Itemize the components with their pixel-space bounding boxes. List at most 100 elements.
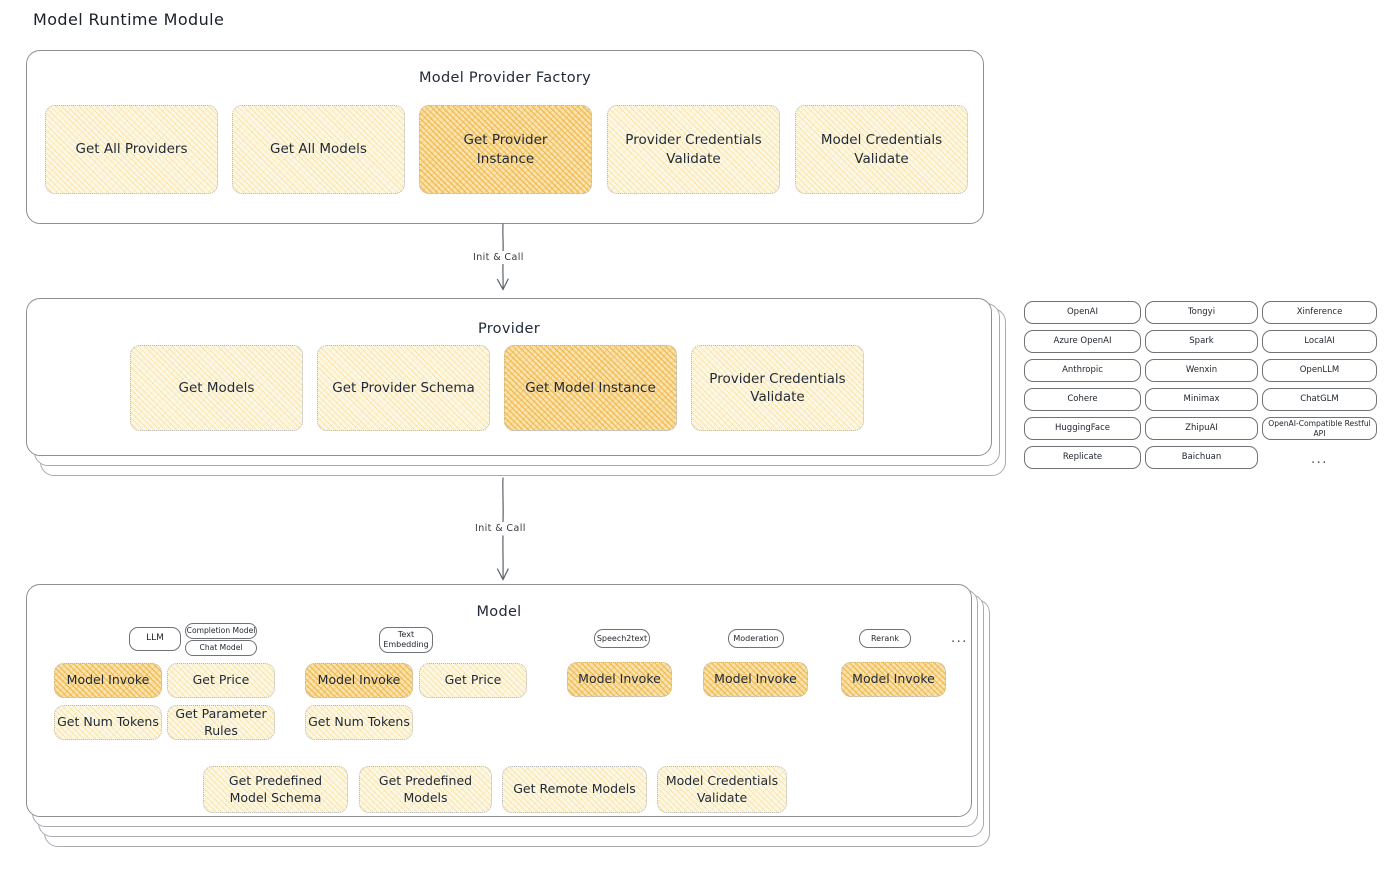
- model-type-chip-llm[interactable]: LLM: [129, 627, 181, 651]
- model-type-chip-moderation[interactable]: Moderation: [728, 629, 784, 648]
- model-subtype-label: Completion Model: [186, 626, 256, 636]
- factory-box-get-all-providers[interactable]: Get All Providers: [45, 105, 218, 194]
- provider-box-provider-credentials-validate[interactable]: Provider Credentials Validate: [691, 345, 864, 431]
- provider-chip-label: Replicate: [1062, 452, 1103, 463]
- provider-chip-label: Xinference: [1296, 307, 1343, 318]
- model-common-get-remote-models[interactable]: Get Remote Models: [502, 766, 647, 813]
- provider-chip-label: OpenAI: [1066, 307, 1099, 318]
- provider-box-get-models[interactable]: Get Models: [130, 345, 303, 431]
- text-embedding-method-get-price[interactable]: Get Price: [419, 663, 527, 698]
- model-common-model-credentials-validate[interactable]: Model Credentials Validate: [657, 766, 787, 813]
- method-label: Model Invoke: [852, 671, 935, 687]
- method-label: Model Invoke: [578, 671, 661, 687]
- model-subtype-label: Chat Model: [199, 643, 243, 653]
- provider-chip-wenxin[interactable]: Wenxin: [1145, 359, 1258, 382]
- provider-chip-huggingface[interactable]: HuggingFace: [1024, 417, 1141, 440]
- provider-chip-cohere[interactable]: Cohere: [1024, 388, 1141, 411]
- method-label: Get Remote Models: [513, 781, 636, 797]
- provider-chip-label: ChatGLM: [1300, 394, 1339, 405]
- provider-chip-tongyi[interactable]: Tongyi: [1145, 301, 1258, 324]
- provider-chip-replicate[interactable]: Replicate: [1024, 446, 1141, 469]
- method-label: Get Parameter Rules: [175, 705, 267, 738]
- llm-method-get-parameter-rules[interactable]: Get Parameter Rules: [167, 705, 275, 740]
- page-title: Model Runtime Module: [33, 10, 225, 29]
- text-embedding-method-get-num-tokens[interactable]: Get Num Tokens: [305, 705, 413, 740]
- llm-method-get-price[interactable]: Get Price: [167, 663, 275, 698]
- provider-chip-label: ZhipuAI: [1185, 423, 1218, 434]
- provider-panel-title: Provider: [477, 321, 541, 337]
- model-common-get-predefined-models[interactable]: Get Predefined Models: [359, 766, 492, 813]
- provider-chip-chatglm[interactable]: ChatGLM: [1262, 388, 1377, 411]
- provider-chip-baichuan[interactable]: Baichuan: [1145, 446, 1258, 469]
- provider-box-label: Provider Credentials Validate: [709, 370, 846, 405]
- model-types-more-ellipsis: ...: [951, 631, 968, 646]
- factory-box-label: Provider Credentials Validate: [625, 132, 762, 167]
- provider-chip-label: LocalAI: [1304, 336, 1335, 347]
- method-label: Model Invoke: [317, 672, 401, 688]
- provider-chip-openllm[interactable]: OpenLLM: [1262, 359, 1377, 382]
- provider-chip-localai[interactable]: LocalAI: [1262, 330, 1377, 353]
- factory-box-label: Get All Models: [270, 141, 367, 158]
- model-type-label: Moderation: [733, 633, 779, 643]
- provider-chip-zhipuai[interactable]: ZhipuAI: [1145, 417, 1258, 440]
- provider-list-more-ellipsis: ...: [1311, 452, 1328, 467]
- factory-box-get-all-models[interactable]: Get All Models: [232, 105, 405, 194]
- text-embedding-method-model-invoke[interactable]: Model Invoke: [305, 663, 413, 698]
- provider-chip-openai[interactable]: OpenAI: [1024, 301, 1141, 324]
- method-label: Get Predefined Models: [378, 772, 473, 805]
- method-label: Model Invoke: [714, 671, 797, 687]
- model-type-chip-speech2text[interactable]: Speech2text: [594, 629, 650, 648]
- provider-chip-spark[interactable]: Spark: [1145, 330, 1258, 353]
- method-label: Model Invoke: [66, 672, 150, 688]
- model-common-get-predefined-model-schema[interactable]: Get Predefined Model Schema: [203, 766, 348, 813]
- provider-chip-azure-openai[interactable]: Azure OpenAI: [1024, 330, 1141, 353]
- model-type-label: LLM: [146, 633, 164, 644]
- arrow-label-init-call-2: Init & Call: [472, 522, 529, 535]
- provider-chip-label: Azure OpenAI: [1053, 336, 1112, 347]
- factory-panel-title: Model Provider Factory: [418, 70, 592, 86]
- model-type-chip-text-embedding[interactable]: Text Embedding: [379, 627, 433, 653]
- factory-box-model-credentials-validate[interactable]: Model Credentials Validate: [795, 105, 968, 194]
- method-label: Get Price: [444, 672, 502, 688]
- model-subtype-chip-chat-model[interactable]: Chat Model: [185, 640, 257, 656]
- method-label: Get Num Tokens: [308, 714, 410, 730]
- provider-chip-label: Anthropic: [1062, 365, 1103, 376]
- provider-box-get-model-instance[interactable]: Get Model Instance: [504, 345, 677, 431]
- model-panel: [26, 584, 972, 817]
- model-subtype-chip-completion-model[interactable]: Completion Model: [185, 623, 257, 639]
- provider-box-label: Get Model Instance: [525, 379, 656, 396]
- provider-box-label: Get Provider Schema: [332, 379, 475, 396]
- provider-chip-label: Baichuan: [1181, 452, 1222, 463]
- model-type-label: Rerank: [870, 633, 899, 643]
- model-type-chip-rerank[interactable]: Rerank: [859, 629, 911, 648]
- provider-chip-label: OpenAI-Compatible Restful API: [1268, 419, 1371, 438]
- provider-chip-label: Minimax: [1183, 394, 1220, 405]
- provider-box-label: Get Models: [178, 379, 255, 396]
- model-type-label: Speech2text: [596, 633, 648, 643]
- rerank-method-model-invoke[interactable]: Model Invoke: [841, 662, 946, 697]
- provider-chip-anthropic[interactable]: Anthropic: [1024, 359, 1141, 382]
- llm-method-model-invoke[interactable]: Model Invoke: [54, 663, 162, 698]
- provider-chip-label: HuggingFace: [1055, 423, 1110, 434]
- provider-chip-openai-compatible-restful-api[interactable]: OpenAI-Compatible Restful API: [1262, 417, 1377, 440]
- moderation-method-model-invoke[interactable]: Model Invoke: [703, 662, 808, 697]
- method-label: Model Credentials Validate: [665, 772, 779, 805]
- provider-chip-label: OpenLLM: [1299, 365, 1340, 376]
- llm-method-get-num-tokens[interactable]: Get Num Tokens: [54, 705, 162, 740]
- provider-chip-xinference[interactable]: Xinference: [1262, 301, 1377, 324]
- provider-chip-minimax[interactable]: Minimax: [1145, 388, 1258, 411]
- method-label: Get Price: [192, 672, 250, 688]
- provider-box-get-provider-schema[interactable]: Get Provider Schema: [317, 345, 490, 431]
- method-label: Get Predefined Model Schema: [228, 772, 323, 805]
- provider-chip-label: Tongyi: [1187, 307, 1216, 318]
- factory-box-get-provider-instance[interactable]: Get Provider Instance: [419, 105, 592, 194]
- factory-box-provider-credentials-validate[interactable]: Provider Credentials Validate: [607, 105, 780, 194]
- factory-box-label: Model Credentials Validate: [820, 132, 943, 167]
- speech2text-method-model-invoke[interactable]: Model Invoke: [567, 662, 672, 697]
- arrow-label-init-call-1: Init & Call: [470, 251, 527, 264]
- method-label: Get Num Tokens: [57, 714, 159, 730]
- provider-chip-label: Cohere: [1067, 394, 1098, 405]
- model-panel-title: Model: [476, 604, 522, 620]
- model-type-label: Text Embedding: [383, 630, 429, 649]
